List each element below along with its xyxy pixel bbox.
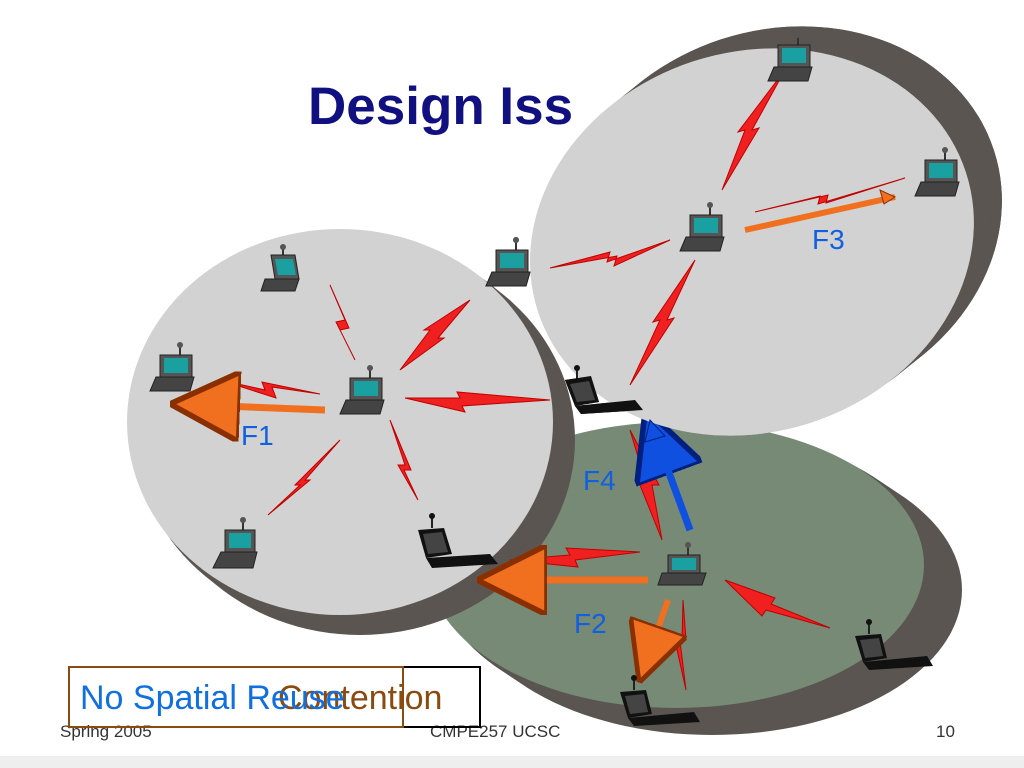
laptop-icon: [260, 244, 300, 292]
bottom-band: [0, 756, 1024, 768]
laptop-icon-hidden: [620, 675, 700, 726]
arrow-f1: [198, 405, 326, 410]
lightning-link-icon: [219, 379, 321, 399]
flow-label-f4: F4: [583, 465, 616, 496]
laptop-icon: [149, 342, 195, 392]
cell-left: [127, 229, 575, 635]
laptop-icon: [657, 542, 707, 586]
lightning-link-icon: [267, 439, 341, 516]
flow-label-f1: F1: [241, 420, 274, 451]
contention-text: Contention: [278, 679, 443, 717]
no-spatial-reuse-text: No Spatial Reuse: [80, 679, 345, 717]
laptop-icon: [339, 365, 385, 415]
no-spatial-reuse-box: No Spatial Reuse: [68, 666, 404, 728]
laptop-icon-hidden: [855, 619, 933, 670]
page-title: Design Iss: [308, 77, 574, 136]
flow-label-f2: F2: [574, 608, 607, 639]
laptop-icon-hidden: [418, 513, 498, 568]
laptop-icon: [485, 237, 531, 287]
lightning-link-icon: [329, 284, 356, 361]
lightning-link-icon: [389, 419, 419, 501]
page-number: 10: [936, 722, 955, 741]
arrow-f2-down: [647, 599, 668, 660]
lightning-link-icon: [399, 299, 471, 371]
laptop-icon: [212, 517, 258, 569]
lightning-link-icon: [724, 579, 831, 629]
flow-label-f3: F3: [812, 224, 845, 255]
